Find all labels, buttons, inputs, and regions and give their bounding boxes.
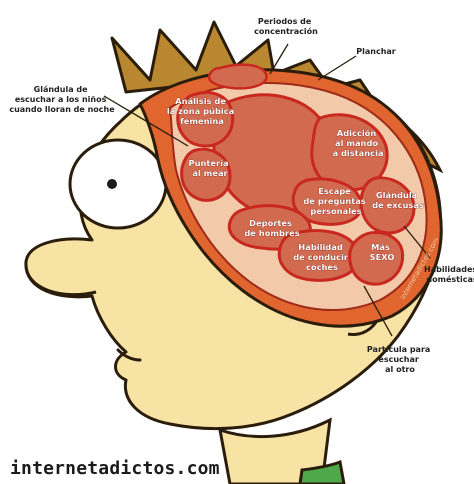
label-punteria: Puntería al mear: [189, 158, 232, 178]
label-deportes: Deportes de hombres: [244, 218, 299, 238]
label-adiccion: Adicción al mando a distancia: [332, 128, 383, 158]
label-glandula-ninos: Glándula de escuchar a los niños cuando …: [9, 85, 115, 114]
label-periodos: Periodos de concentración: [254, 17, 318, 36]
label-glandula-excusas: Glándula de excusas: [372, 190, 424, 210]
site-brand: internetadictos.com: [10, 458, 220, 479]
label-habilidades-domesticas: Habilidades domésticas: [424, 265, 474, 284]
label-planchar: Planchar: [356, 47, 396, 56]
eye: [70, 140, 166, 228]
label-mas-sexo: Más SEXO: [370, 242, 395, 262]
